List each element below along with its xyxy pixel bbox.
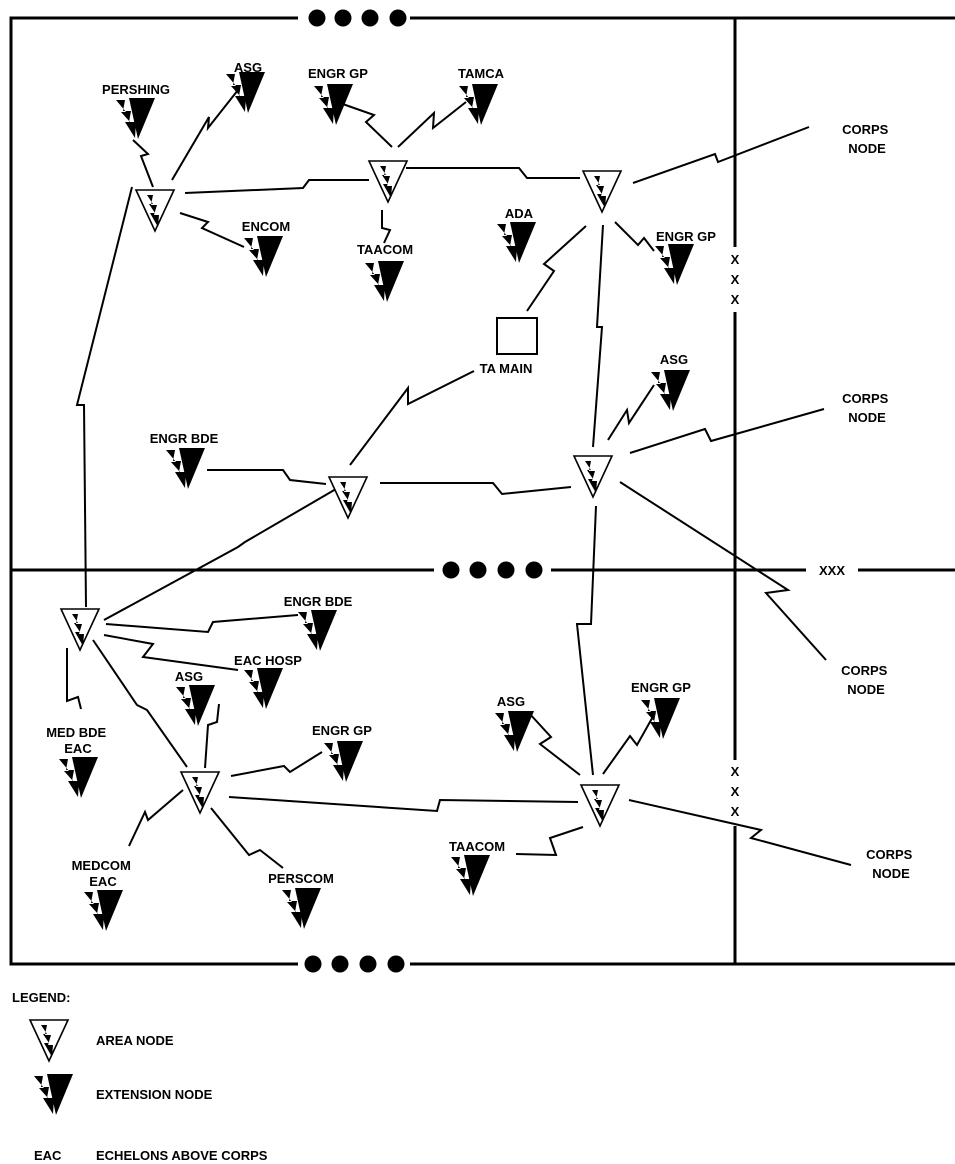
extension-node-icon bbox=[282, 888, 321, 929]
label-encom: ENCOM bbox=[242, 219, 290, 234]
label-engr-gp-bottom-right: ENGR GP bbox=[631, 680, 691, 695]
area-node-icon bbox=[368, 160, 408, 203]
label-asg: ASG bbox=[234, 60, 262, 75]
node-labels: PERSHING ASG ENGR GP TAMCA CORPS NODE EN… bbox=[46, 60, 916, 889]
label-taacom-bottom: TAACOM bbox=[449, 839, 505, 854]
area-node-icon bbox=[60, 608, 100, 651]
boundary-x-mark: X bbox=[731, 292, 740, 307]
legend-extension-node-icon bbox=[34, 1074, 73, 1115]
boundary-x-mark: X bbox=[731, 804, 740, 819]
label-perscom: PERSCOM bbox=[268, 871, 334, 886]
extension-node-icon bbox=[176, 685, 215, 726]
area-node-icon bbox=[582, 170, 622, 213]
extension-node-icon bbox=[116, 98, 155, 139]
label-med-bde-eac: MED BDE EAC bbox=[46, 725, 110, 756]
label-taacom: TAACOM bbox=[357, 242, 413, 257]
legend: LEGEND: AREA NODE EXTENSION NODE EAC ECH… bbox=[12, 990, 268, 1163]
legend-extension-node-label: EXTENSION NODE bbox=[96, 1087, 213, 1102]
area-node-icon bbox=[580, 784, 620, 827]
extension-node-icon bbox=[166, 448, 205, 489]
label-corps-node: CORPS NODE bbox=[841, 663, 891, 697]
extension-node-icon bbox=[655, 244, 694, 285]
legend-area-node-label: AREA NODE bbox=[96, 1033, 174, 1048]
legend-title: LEGEND: bbox=[12, 990, 71, 1005]
extension-node-icon bbox=[497, 222, 536, 263]
label-engr-gp: ENGR GP bbox=[308, 66, 368, 81]
extension-node-icon bbox=[244, 236, 283, 277]
extension-node-icon bbox=[244, 668, 283, 709]
area-node-icon bbox=[180, 771, 220, 814]
label-ta-main: TA MAIN bbox=[480, 361, 533, 376]
boundary-frame bbox=[9, 16, 955, 966]
extension-node-icon bbox=[226, 72, 265, 113]
boundary-dots-middle bbox=[442, 561, 543, 579]
area-node-icon bbox=[328, 476, 368, 519]
boundary-dots-top bbox=[308, 9, 407, 27]
extension-node-icon bbox=[451, 855, 490, 896]
extension-node-icon bbox=[324, 741, 363, 782]
extension-node-icon bbox=[314, 84, 353, 125]
area-node-icon bbox=[135, 189, 175, 232]
extension-node-icon bbox=[84, 890, 123, 931]
corps-boundary-marks-lower: X X X bbox=[731, 764, 740, 819]
label-pershing: PERSHING bbox=[102, 82, 170, 97]
communication-links bbox=[66, 89, 852, 869]
extension-node-icon bbox=[651, 370, 690, 411]
label-medcom-eac: MEDCOM EAC bbox=[72, 858, 135, 889]
boundary-dots-bottom bbox=[304, 955, 405, 973]
label-corps-node: CORPS NODE bbox=[866, 847, 916, 881]
label-asg-bottom-left: ASG bbox=[175, 669, 203, 684]
legend-eac-meaning: ECHELONS ABOVE CORPS bbox=[96, 1148, 268, 1163]
label-corps-node: CORPS NODE bbox=[842, 122, 892, 156]
extension-node-icon bbox=[495, 711, 534, 752]
label-engr-gp-bottom-mid: ENGR GP bbox=[312, 723, 372, 738]
ta-main-square bbox=[496, 317, 538, 355]
label-engr-gp-right: ENGR GP bbox=[656, 229, 716, 244]
boundary-x-mark: X bbox=[731, 784, 740, 799]
legend-area-node-icon bbox=[29, 1019, 69, 1062]
extension-node-icon bbox=[641, 698, 680, 739]
label-tamca: TAMCA bbox=[458, 66, 505, 81]
label-eac-hosp: EAC HOSP bbox=[234, 653, 302, 668]
legend-eac-abbr: EAC bbox=[34, 1148, 62, 1163]
extension-node-icon bbox=[459, 84, 498, 125]
label-engr-bde: ENGR BDE bbox=[150, 431, 219, 446]
label-engr-bde-bottom: ENGR BDE bbox=[284, 594, 353, 609]
label-asg-bottom-right: ASG bbox=[497, 694, 525, 709]
label-ada: ADA bbox=[505, 206, 534, 221]
boundary-x-mark: X bbox=[731, 252, 740, 267]
extension-node-icon bbox=[298, 610, 337, 651]
corps-boundary-marks-upper: X X X bbox=[731, 252, 740, 307]
extension-node-icon bbox=[59, 757, 98, 798]
label-asg-mid: ASG bbox=[660, 352, 688, 367]
boundary-x-mark: X bbox=[731, 764, 740, 779]
extension-node-icon bbox=[365, 261, 404, 302]
area-node-icon bbox=[573, 455, 613, 498]
label-corps-node: CORPS NODE bbox=[842, 391, 892, 425]
label-xxx-boundary: XXX bbox=[819, 563, 845, 578]
boundary-x-mark: X bbox=[731, 272, 740, 287]
